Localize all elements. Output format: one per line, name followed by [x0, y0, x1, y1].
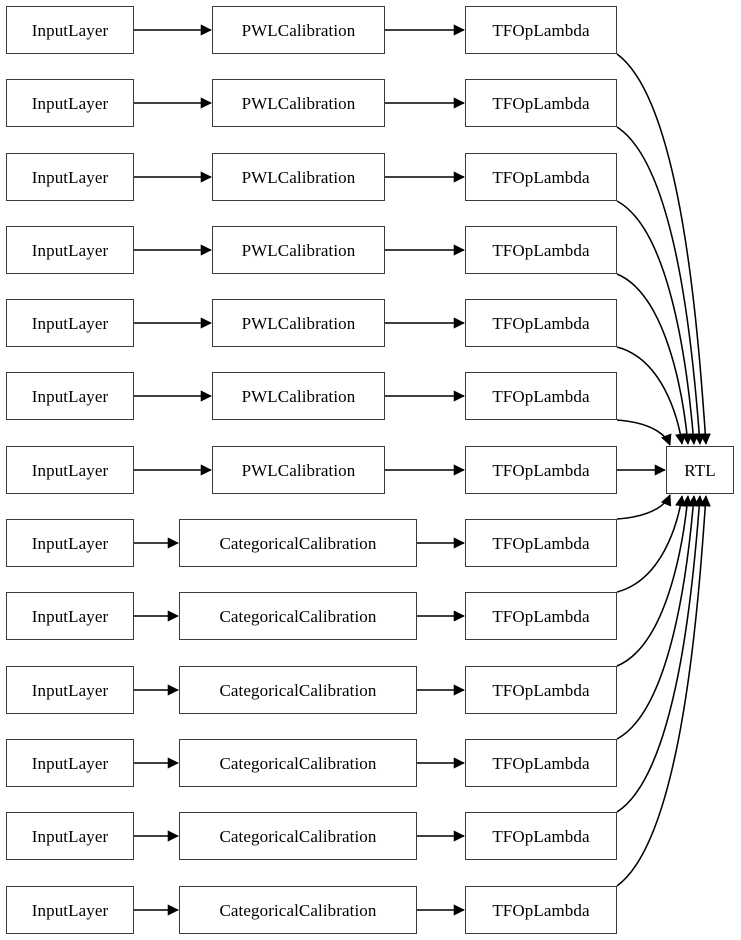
categorical-calibration-node[interactable]: CategoricalCalibration	[179, 666, 417, 714]
rtl-node[interactable]: RTL	[666, 446, 734, 494]
edge-lambda-to-rtl	[616, 495, 693, 667]
pwl-calibration-node-label: PWLCalibration	[241, 167, 356, 187]
pwl-calibration-node-label: PWLCalibration	[241, 386, 356, 406]
pwl-calibration-node-label: PWLCalibration	[241, 93, 356, 113]
categorical-calibration-node-label: CategoricalCalibration	[219, 826, 377, 846]
tfoplambda-node-label: TFOpLambda	[492, 240, 590, 260]
tfoplambda-node[interactable]: TFOpLambda	[465, 739, 617, 787]
input-layer-node[interactable]: InputLayer	[6, 299, 134, 347]
pwl-calibration-node-label: PWLCalibration	[241, 240, 356, 260]
input-layer-node[interactable]: InputLayer	[6, 886, 134, 934]
categorical-calibration-node[interactable]: CategoricalCalibration	[179, 812, 417, 860]
categorical-calibration-node[interactable]: CategoricalCalibration	[179, 886, 417, 934]
tfoplambda-node-label: TFOpLambda	[492, 900, 590, 920]
tfoplambda-node[interactable]: TFOpLambda	[465, 812, 617, 860]
categorical-calibration-node[interactable]: CategoricalCalibration	[179, 592, 417, 640]
input-layer-node[interactable]: InputLayer	[6, 812, 134, 860]
edge-lambda-to-rtl	[616, 495, 687, 593]
input-layer-node-label: InputLayer	[31, 533, 109, 553]
input-layer-node[interactable]: InputLayer	[6, 226, 134, 274]
rtl-node-label: RTL	[684, 460, 716, 480]
pwl-calibration-node[interactable]: PWLCalibration	[212, 299, 385, 347]
tfoplambda-node-label: TFOpLambda	[492, 753, 590, 773]
categorical-calibration-node-label: CategoricalCalibration	[219, 753, 377, 773]
tfoplambda-node-label: TFOpLambda	[492, 680, 590, 700]
edge-lambda-to-rtl	[616, 346, 687, 445]
tfoplambda-node[interactable]: TFOpLambda	[465, 153, 617, 201]
pwl-calibration-node[interactable]: PWLCalibration	[212, 79, 385, 127]
edge-lambda-to-rtl	[616, 53, 711, 445]
pwl-calibration-node[interactable]: PWLCalibration	[212, 6, 385, 54]
categorical-calibration-node-label: CategoricalCalibration	[219, 900, 377, 920]
categorical-calibration-node[interactable]: CategoricalCalibration	[179, 519, 417, 567]
edge-lambda-to-rtl	[616, 495, 711, 887]
tfoplambda-node-label: TFOpLambda	[492, 167, 590, 187]
tfoplambda-node[interactable]: TFOpLambda	[465, 6, 617, 54]
tfoplambda-node-label: TFOpLambda	[492, 93, 590, 113]
input-layer-node[interactable]: InputLayer	[6, 519, 134, 567]
tfoplambda-node[interactable]: TFOpLambda	[465, 519, 617, 567]
pwl-calibration-node[interactable]: PWLCalibration	[212, 372, 385, 420]
edge-lambda-to-rtl	[616, 494, 672, 520]
input-layer-node[interactable]: InputLayer	[6, 446, 134, 494]
tfoplambda-node-label: TFOpLambda	[492, 606, 590, 626]
pwl-calibration-node-label: PWLCalibration	[241, 20, 356, 40]
tfoplambda-node[interactable]: TFOpLambda	[465, 666, 617, 714]
pwl-calibration-node-label: PWLCalibration	[241, 460, 356, 480]
tfoplambda-node[interactable]: TFOpLambda	[465, 299, 617, 347]
input-layer-node-label: InputLayer	[31, 313, 109, 333]
tfoplambda-node[interactable]: TFOpLambda	[465, 886, 617, 934]
tfoplambda-node-label: TFOpLambda	[492, 533, 590, 553]
tfoplambda-node[interactable]: TFOpLambda	[465, 372, 617, 420]
tfoplambda-node[interactable]: TFOpLambda	[465, 79, 617, 127]
tfoplambda-node-label: TFOpLambda	[492, 460, 590, 480]
input-layer-node[interactable]: InputLayer	[6, 153, 134, 201]
input-layer-node-label: InputLayer	[31, 826, 109, 846]
edge-lambda-to-rtl	[616, 200, 699, 445]
tfoplambda-node-label: TFOpLambda	[492, 20, 590, 40]
tfoplambda-node[interactable]: TFOpLambda	[465, 592, 617, 640]
edge-lambda-to-rtl	[616, 419, 672, 446]
input-layer-node[interactable]: InputLayer	[6, 666, 134, 714]
input-layer-node-label: InputLayer	[31, 93, 109, 113]
edge-lambda-to-rtl	[616, 273, 693, 445]
categorical-calibration-node-label: CategoricalCalibration	[219, 680, 377, 700]
input-layer-node[interactable]: InputLayer	[6, 6, 134, 54]
edge-lambda-to-rtl	[616, 126, 705, 445]
tfoplambda-node[interactable]: TFOpLambda	[465, 226, 617, 274]
categorical-calibration-node[interactable]: CategoricalCalibration	[179, 739, 417, 787]
edge-lambda-to-rtl	[616, 495, 705, 813]
pwl-calibration-node[interactable]: PWLCalibration	[212, 226, 385, 274]
categorical-calibration-node-label: CategoricalCalibration	[219, 533, 377, 553]
input-layer-node-label: InputLayer	[31, 460, 109, 480]
pwl-calibration-node[interactable]: PWLCalibration	[212, 446, 385, 494]
input-layer-node[interactable]: InputLayer	[6, 79, 134, 127]
tfoplambda-node-label: TFOpLambda	[492, 386, 590, 406]
tfoplambda-node-label: TFOpLambda	[492, 826, 590, 846]
input-layer-node[interactable]: InputLayer	[6, 372, 134, 420]
tfoplambda-node-label: TFOpLambda	[492, 313, 590, 333]
input-layer-node-label: InputLayer	[31, 20, 109, 40]
input-layer-node-label: InputLayer	[31, 386, 109, 406]
edge-lambda-to-rtl	[616, 495, 699, 740]
input-layer-node[interactable]: InputLayer	[6, 592, 134, 640]
input-layer-node-label: InputLayer	[31, 900, 109, 920]
input-layer-node-label: InputLayer	[31, 167, 109, 187]
categorical-calibration-node-label: CategoricalCalibration	[219, 606, 377, 626]
input-layer-node-label: InputLayer	[31, 606, 109, 626]
input-layer-node-label: InputLayer	[31, 753, 109, 773]
input-layer-node[interactable]: InputLayer	[6, 739, 134, 787]
pwl-calibration-node-label: PWLCalibration	[241, 313, 356, 333]
input-layer-node-label: InputLayer	[31, 680, 109, 700]
pwl-calibration-node[interactable]: PWLCalibration	[212, 153, 385, 201]
tfoplambda-node[interactable]: TFOpLambda	[465, 446, 617, 494]
input-layer-node-label: InputLayer	[31, 240, 109, 260]
